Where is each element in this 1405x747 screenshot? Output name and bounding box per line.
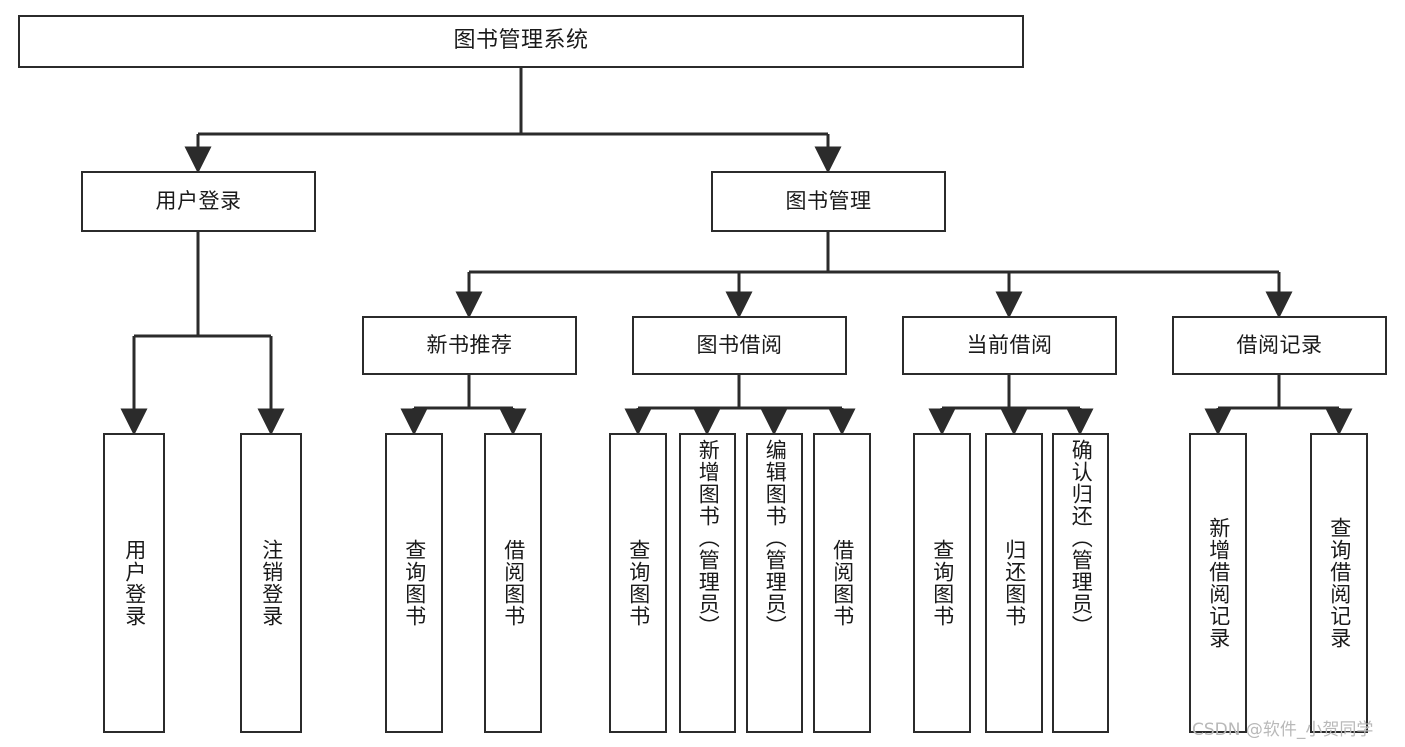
- node-leaf-borrow-book-1[interactable]: 借阅图书: [484, 433, 542, 733]
- node-leaf-return-book-label: 归还图书: [1002, 539, 1027, 627]
- node-leaf-logout[interactable]: 注销登录: [240, 433, 302, 733]
- node-book-manage[interactable]: 图书管理: [711, 171, 946, 232]
- node-leaf-query-book-1[interactable]: 查询图书: [385, 433, 443, 733]
- node-leaf-add-book-label: 新增图书（管理员）: [696, 439, 721, 637]
- node-leaf-query-record-label: 查询借阅记录: [1327, 517, 1352, 649]
- node-user-login-label: 用户登录: [155, 188, 242, 213]
- node-leaf-query-book-2[interactable]: 查询图书: [609, 433, 667, 733]
- node-user-login[interactable]: 用户登录: [81, 171, 316, 232]
- node-leaf-confirm-return[interactable]: 确认归还（管理员）: [1052, 433, 1109, 733]
- node-new-book-recommend-label: 新书推荐: [426, 332, 513, 357]
- node-leaf-add-record-label: 新增借阅记录: [1206, 517, 1231, 649]
- node-book-manage-label: 图书管理: [785, 188, 872, 213]
- node-new-book-recommend[interactable]: 新书推荐: [362, 316, 577, 375]
- node-leaf-query-record[interactable]: 查询借阅记录: [1310, 433, 1368, 733]
- node-leaf-add-book[interactable]: 新增图书（管理员）: [679, 433, 736, 733]
- node-leaf-edit-book[interactable]: 编辑图书（管理员）: [746, 433, 803, 733]
- node-current-borrow-label: 当前借阅: [966, 332, 1053, 357]
- node-leaf-logout-label: 注销登录: [259, 539, 284, 627]
- csdn-watermark: CSDN @软件_小贺同学: [1192, 720, 1374, 740]
- node-borrow-record-label: 借阅记录: [1236, 332, 1323, 357]
- node-leaf-user-login[interactable]: 用户登录: [103, 433, 165, 733]
- node-current-borrow[interactable]: 当前借阅: [902, 316, 1117, 375]
- node-leaf-edit-book-label: 编辑图书（管理员）: [763, 439, 788, 637]
- node-leaf-borrow-book-2-label: 借阅图书: [830, 539, 855, 627]
- node-leaf-query-book-2-label: 查询图书: [626, 539, 651, 627]
- node-leaf-return-book[interactable]: 归还图书: [985, 433, 1043, 733]
- node-leaf-borrow-book-1-label: 借阅图书: [501, 539, 526, 627]
- node-leaf-query-book-3-label: 查询图书: [930, 539, 955, 627]
- node-root[interactable]: 图书管理系统: [18, 15, 1024, 68]
- node-leaf-add-record[interactable]: 新增借阅记录: [1189, 433, 1247, 733]
- node-borrow-record[interactable]: 借阅记录: [1172, 316, 1387, 375]
- node-leaf-borrow-book-2[interactable]: 借阅图书: [813, 433, 871, 733]
- node-leaf-query-book-3[interactable]: 查询图书: [913, 433, 971, 733]
- node-leaf-user-login-label: 用户登录: [122, 539, 147, 627]
- node-leaf-confirm-return-label: 确认归还（管理员）: [1069, 439, 1094, 637]
- node-leaf-query-book-1-label: 查询图书: [402, 539, 427, 627]
- node-root-label: 图书管理系统: [453, 28, 589, 54]
- node-book-borrow[interactable]: 图书借阅: [632, 316, 847, 375]
- node-book-borrow-label: 图书借阅: [696, 332, 783, 357]
